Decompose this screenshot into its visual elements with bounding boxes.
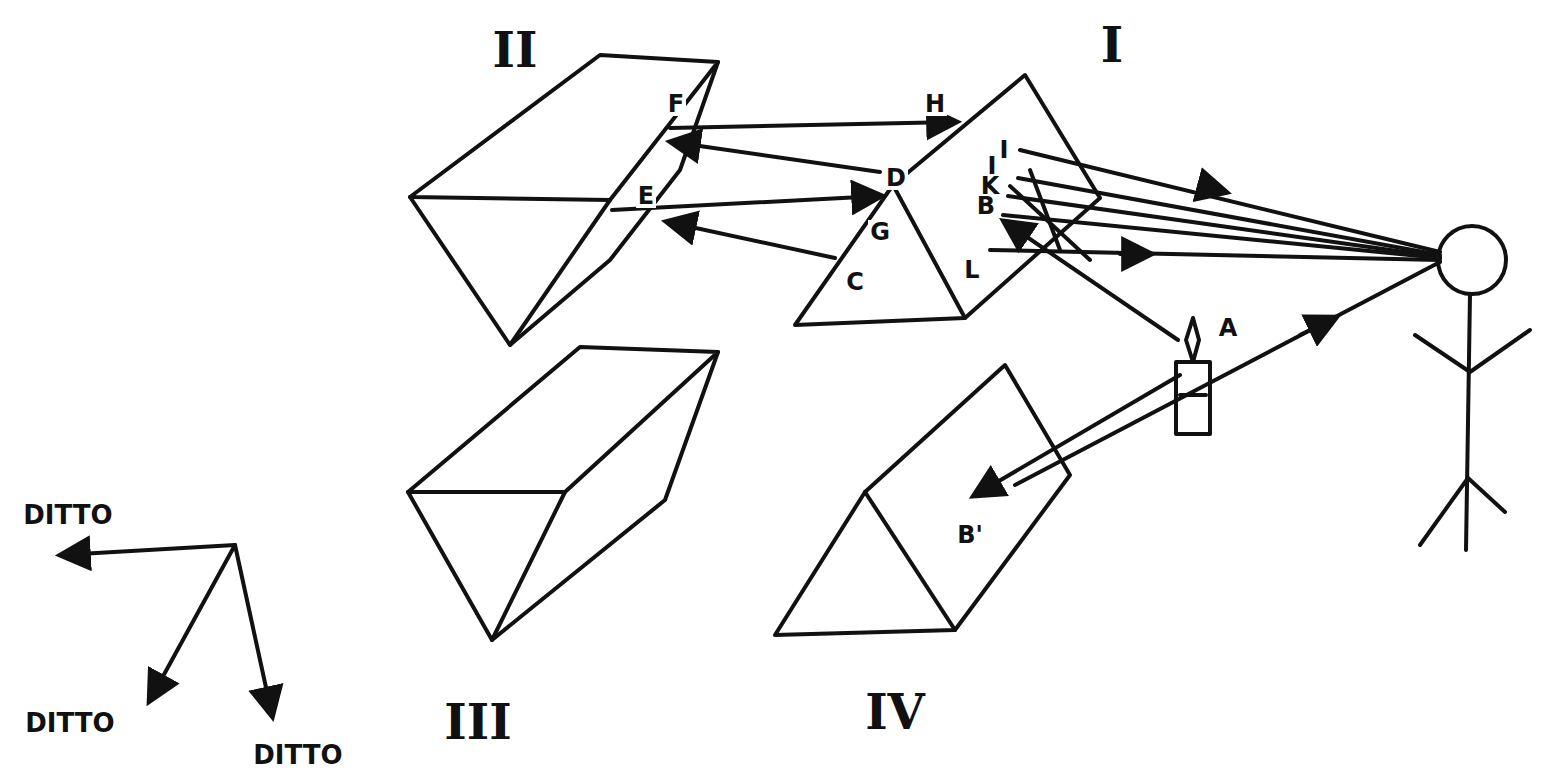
point-letter: D [884, 166, 908, 190]
prism-number: II [491, 26, 540, 74]
prism-number: IV [863, 688, 927, 736]
point-letter: B [975, 194, 997, 218]
point-letter: C [844, 270, 866, 294]
point-letter: B' [955, 523, 985, 547]
point-letter: G [868, 220, 892, 244]
direction-label: DITTO [21, 502, 114, 528]
direction-label: DITTO [251, 742, 344, 768]
point-letter: F [666, 92, 686, 116]
point-letter: H [923, 92, 947, 116]
candle-letter: A [1217, 316, 1240, 340]
direction-label: DITTO [23, 710, 116, 736]
prism-number: I [1099, 21, 1125, 69]
point-letter: E [636, 184, 656, 208]
prism-number: III [442, 698, 513, 746]
point-letter: I [998, 138, 1011, 162]
point-letter: L [962, 258, 981, 282]
